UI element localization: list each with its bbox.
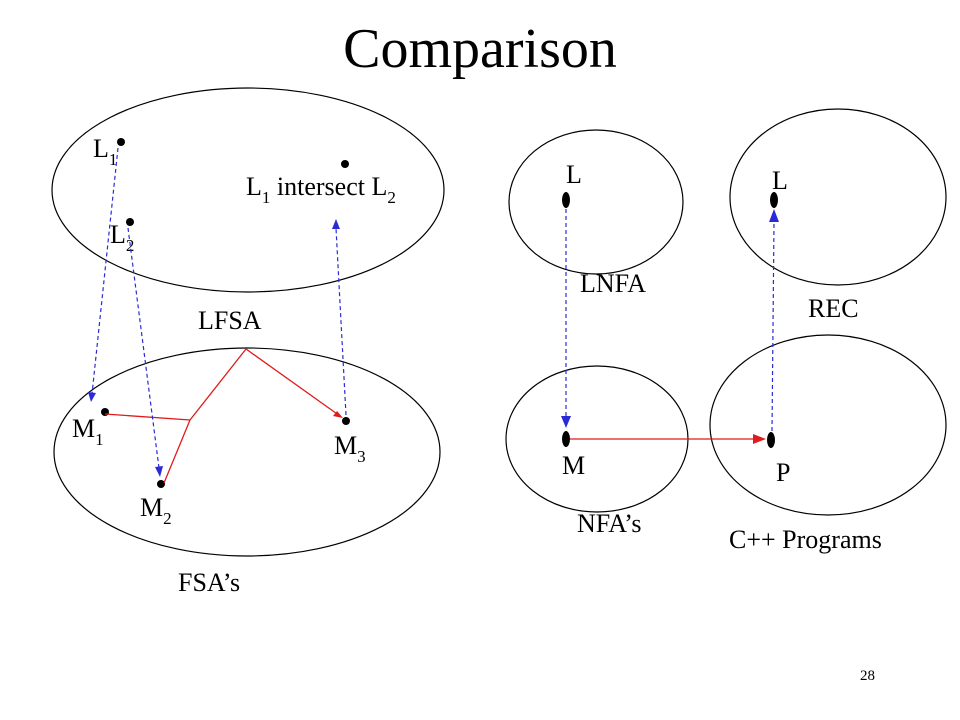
intersect-point	[341, 160, 349, 168]
m2-point	[157, 480, 165, 488]
nfa-m-point	[562, 431, 570, 447]
page-number: 28	[860, 668, 875, 684]
rec-point-label: L	[772, 166, 788, 195]
fsa-label: FSA’s	[178, 568, 240, 597]
slide-title: Comparison	[343, 18, 617, 80]
rec-label: REC	[808, 294, 859, 323]
arrow-l1-to-m1	[91, 147, 119, 395]
fsa-set-ellipse	[53, 347, 441, 557]
cpp-point-label: P	[776, 458, 790, 487]
lfsa-label: LFSA	[198, 306, 262, 335]
arrow-m3-to-intersect	[335, 227, 347, 416]
cpp-set-ellipse	[709, 334, 947, 516]
l1-point	[117, 138, 125, 146]
construction-line-m1	[104, 413, 191, 421]
lnfa-point-label: L	[566, 160, 582, 189]
lnfa-set-ellipse	[508, 129, 684, 275]
nfa-label: NFA’s	[577, 509, 642, 538]
construction-line-up	[189, 348, 247, 421]
nfa-point-label: M	[562, 451, 585, 480]
arrow-p-to-l-head	[769, 209, 779, 222]
m3-label: M3	[334, 431, 366, 466]
arrow-l2-to-m2-head	[155, 466, 163, 477]
cpp-label: C++ Programs	[729, 525, 882, 554]
m1-label: M1	[72, 414, 104, 449]
intersect-label: L1 intersect L2	[246, 172, 396, 207]
construction-arrowhead	[333, 411, 343, 418]
arrow-m-to-p-head	[753, 434, 766, 444]
rec-l-point	[770, 192, 778, 208]
rec-set-ellipse	[729, 108, 947, 286]
cpp-p-point	[767, 432, 775, 448]
lnfa-label: LNFA	[580, 269, 646, 298]
right-diagram: LNFA NFA’s REC C++ Programs L L M P	[505, 108, 947, 554]
left-diagram: LFSA FSA’s L1 L2 L1 intersect L2 M1 M2 M…	[51, 87, 445, 597]
m3-point	[342, 417, 350, 425]
l2-point	[126, 218, 134, 226]
arrow-l2-to-m2	[127, 227, 160, 469]
arrow-m3-to-intersect-head	[332, 219, 340, 229]
lfsa-set-ellipse	[51, 87, 445, 293]
arrow-l-to-m-head	[561, 416, 571, 428]
arrow-p-to-l	[771, 221, 775, 432]
construction-line-m2	[163, 419, 191, 484]
m2-label: M2	[140, 493, 172, 528]
construction-line-m3	[245, 348, 341, 417]
mapping-arrows-left	[88, 147, 347, 477]
construction-lines	[104, 348, 343, 484]
lnfa-l-point	[562, 192, 570, 208]
l1-label: L1	[93, 134, 117, 169]
arrow-l1-to-m1-head	[88, 392, 96, 402]
